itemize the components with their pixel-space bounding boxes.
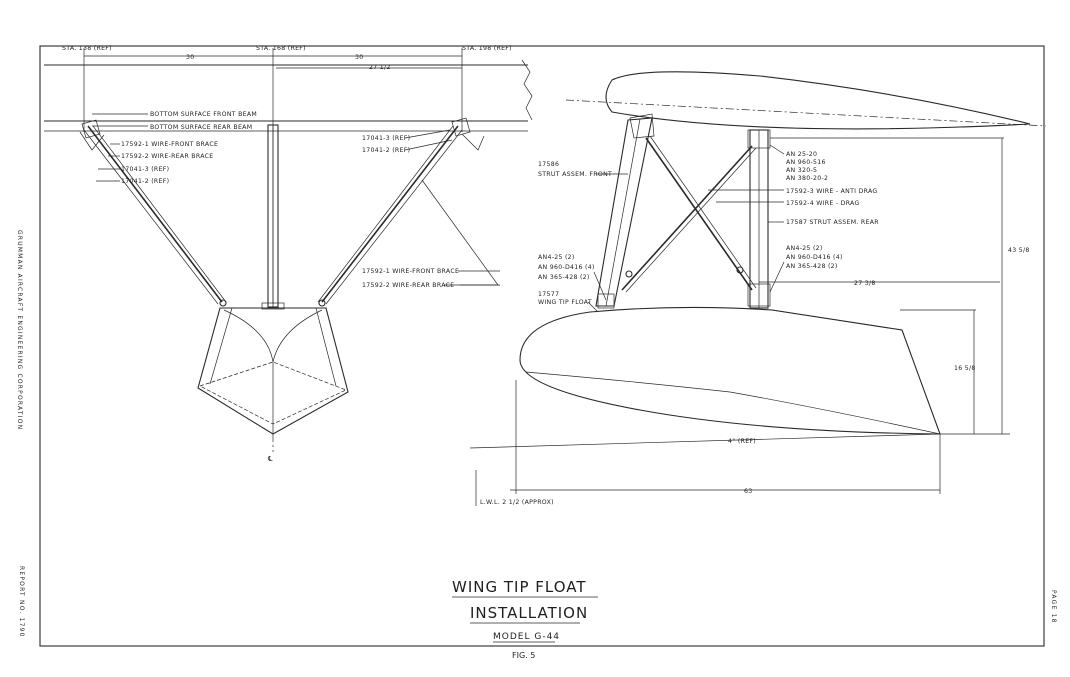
anti-drag-wire [645,137,753,291]
callout-17586: 17586 [538,161,559,168]
dim-float-height: 16 5/8 [954,365,976,372]
side-report-number: REPORT NO. 1790 [18,566,25,638]
front-strut-axis [605,118,641,307]
front-view: STA. 138 (REF) STA. 168 (REF) STA. 198 (… [44,45,533,463]
title-line-2: INSTALLATION [470,604,588,622]
callout-front-beam: BOTTOM SURFACE FRONT BEAM [150,111,257,118]
side-page-number: PAGE 18 [1050,590,1057,624]
leader-17041-2-right [404,139,453,151]
figure-number: FIG. 5 [512,651,535,660]
callout-an960-rear: AN 960-D416 (4) [786,254,843,261]
right-rear-wire [317,125,454,303]
rear-strut-top-fitting [747,129,771,149]
float-edge-right [315,307,337,387]
front-strut [595,117,653,307]
title-line-1: WING TIP FLOAT [452,578,587,596]
callout-an4-25-rear: AN4-25 (2) [786,245,823,252]
callout-front-strut: STRUT ASSEM. FRONT [538,171,612,178]
callout-anti-drag: 17592-3 WIRE - ANTI DRAG [786,188,878,195]
right-bottom-fitting [318,299,326,307]
model-label: MODEL G-44 [493,632,560,642]
leader-17041-3-right [404,129,451,139]
side-company-name: GRUMMAN AIRCRAFT ENGINEERING CORPORATION [16,230,23,430]
callout-rear-brace: 17592-2 WIRE-REAR BRACE [121,153,213,160]
front-strut-bottom-fitting [597,293,615,309]
left-fitting [81,119,101,139]
callout-rear-beam: BOTTOM SURFACE REAR BEAM [150,124,252,131]
callout-an25-20: AN 25-20 [786,151,817,158]
float-deck-line [771,309,903,331]
center-base-plate [261,302,285,310]
left-front-wire [87,125,223,303]
dim-inner: 27 1/2 [369,64,391,71]
float-upper-curve [223,309,323,363]
dim-right-span: 30 [355,54,363,61]
float-end-outline [197,307,349,435]
callout-an320-5: AN 320-5 [786,167,817,174]
right-fitting-bracket [461,133,485,151]
wing-chord-line [565,99,1047,127]
drag-wire-turnbuckle [625,270,633,278]
left-fitting-bracket [79,131,105,151]
callout-an4-25-front: AN4-25 (2) [538,254,575,261]
break-line [521,59,533,121]
title-block: WING TIP FLOAT INSTALLATION MODEL G-44 F… [452,578,598,660]
station-label-138: STA. 138 (REF) [62,45,112,52]
wing-airfoil [605,71,1031,130]
callout-rear-strut: 17587 STRUT ASSEM. REAR [786,219,879,226]
leader-rear-hardware [769,261,785,293]
anti-drag-wire-2 [649,135,757,289]
callout-17041-2-right: 17041-2 (REF) [362,147,410,154]
left-wire-outer [83,129,219,305]
float-profile [519,306,941,435]
right-front-wire [321,125,459,303]
drag-wire-2 [625,147,757,293]
station-label-198: STA. 198 (REF) [462,45,512,52]
left-bottom-fitting [219,299,227,307]
float-chine-line [525,371,941,435]
dim-total-height: 43 5/8 [1008,247,1030,254]
anti-drag-wire-turnbuckle [736,266,744,274]
callout-an380-20-2: AN 380-20-2 [786,175,828,182]
float-section-dashed [199,361,347,425]
station-label-168: STA. 168 (REF) [256,45,306,52]
callout-front-brace-right: 17592-1 WIRE-FRONT BRACE [362,268,459,275]
left-rear-wire [92,125,227,303]
rear-strut-bottom-fitting [747,283,771,307]
dim-strut-spacing: 27 3/8 [854,280,876,287]
dim-line-4deg [469,433,941,449]
drag-wire [621,145,753,291]
right-wire-outer [325,129,463,305]
dim-lwl: L.W.L. 2 1/2 (APPROX) [480,499,554,506]
callout-an960-front: AN 960-D416 (4) [538,264,595,271]
leader-front-hardware [593,271,607,301]
callout-an365-front: AN 365-428 (2) [538,274,590,281]
centerline-symbol: ℄ [268,455,273,463]
front-strut-top-fitting [629,113,655,139]
leader-top-hardware [769,144,785,155]
callout-rear-brace-right: 17592-2 WIRE-REAR BRACE [362,282,454,289]
callout-front-brace: 17592-1 WIRE-FRONT BRACE [121,141,218,148]
callout-an960-516: AN 960-516 [786,159,826,166]
dim-left-span: 30 [186,54,194,61]
float-edge-left [209,307,233,385]
callout-17041-3-left: 17041-3 (REF) [121,166,169,173]
callout-17041-3-right: 17041-3 (REF) [362,135,410,142]
callout-drag: 17592-4 WIRE - DRAG [786,200,860,207]
leader-float [587,301,599,313]
dim-4deg: 4° (REF) [728,437,756,445]
side-view: 43 5/8 16 5/8 27 3/8 4° (REF) 63 L.W.L. … [469,71,1047,506]
callout-17577: 17577 [538,291,559,298]
callout-wing-tip-float: WING TIP FLOAT [538,299,592,306]
dim-float-length: 63 [744,488,752,495]
callout-an365-rear: AN 365-428 (2) [786,263,838,270]
right-fitting [451,117,471,137]
callout-17041-2-left: 17041-2 (REF) [121,178,169,185]
sheet-border [39,45,1045,647]
